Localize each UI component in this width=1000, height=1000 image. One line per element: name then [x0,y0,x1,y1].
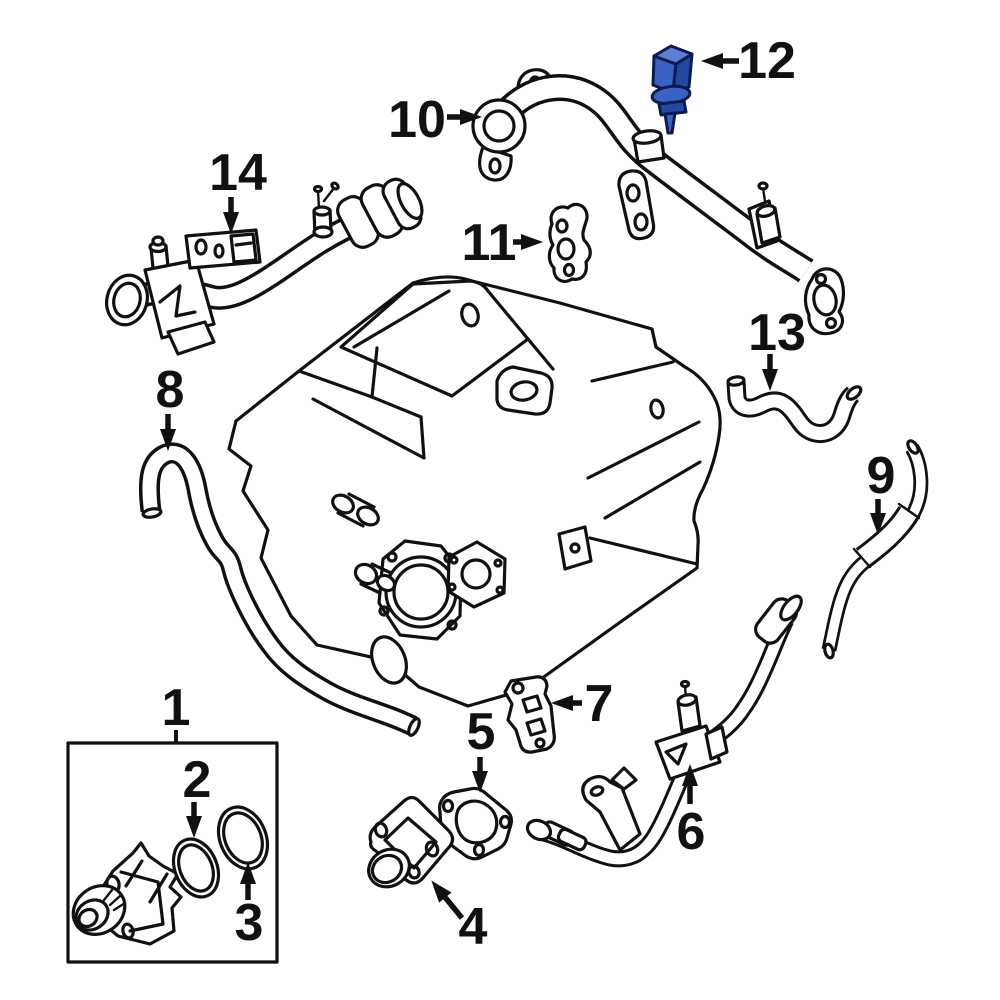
callout-12: 12 [701,32,796,90]
engine-block-drawing [227,275,722,708]
part-5-gasket-drawing [438,786,514,861]
water-pump-drawing [71,841,183,946]
callout-6-label: 6 [677,803,706,861]
callout-10: 10 [388,91,482,149]
callout-4: 4 [431,880,488,956]
callout-13: 13 [748,304,806,391]
part-11-gasket-drawing [547,202,592,283]
part-2-oring-drawing [171,837,221,899]
callout-6: 6 [677,764,706,861]
part-4-inlet-housing-drawing [367,795,455,889]
callout-2: 2 [183,751,212,838]
callout-8-label: 8 [156,361,185,419]
callout-7-label: 7 [585,675,614,733]
callout-7: 7 [551,675,614,733]
callout-4-label: 4 [459,898,488,956]
callout-1: 1 [162,679,191,743]
callouts: 1 2 3 4 5 6 7 8 [156,32,896,956]
callout-3: 3 [235,862,264,952]
part-10-outlet-pipe-drawing [471,68,846,336]
callout-14: 14 [209,144,267,234]
callout-10-label: 10 [388,91,446,149]
callout-2-label: 2 [183,751,212,809]
callout-11: 11 [462,214,543,272]
callout-5-label: 5 [467,703,496,761]
callout-3-label: 3 [235,894,264,952]
part-12-sensor-highlighted-drawing [650,44,694,135]
callout-1-label: 1 [162,679,191,737]
callout-12-label: 12 [738,32,796,90]
part-6-water-pipe-drawing [525,594,803,868]
part-8-hose-drawing [138,442,421,737]
callout-11-label: 11 [462,214,517,272]
callout-8: 8 [156,361,185,451]
part-9-hose-drawing [821,439,929,660]
part-14-inlet-tube-drawing [105,177,424,356]
callout-14-label: 14 [209,144,267,202]
part-13-hose-drawing [726,375,863,443]
part-1-water-pump-group [66,741,279,964]
callout-9: 9 [867,447,896,535]
callout-13-label: 13 [748,304,806,362]
callout-9-label: 9 [867,447,896,505]
callout-5: 5 [467,703,496,793]
part-7-bracket-drawing [503,675,556,754]
